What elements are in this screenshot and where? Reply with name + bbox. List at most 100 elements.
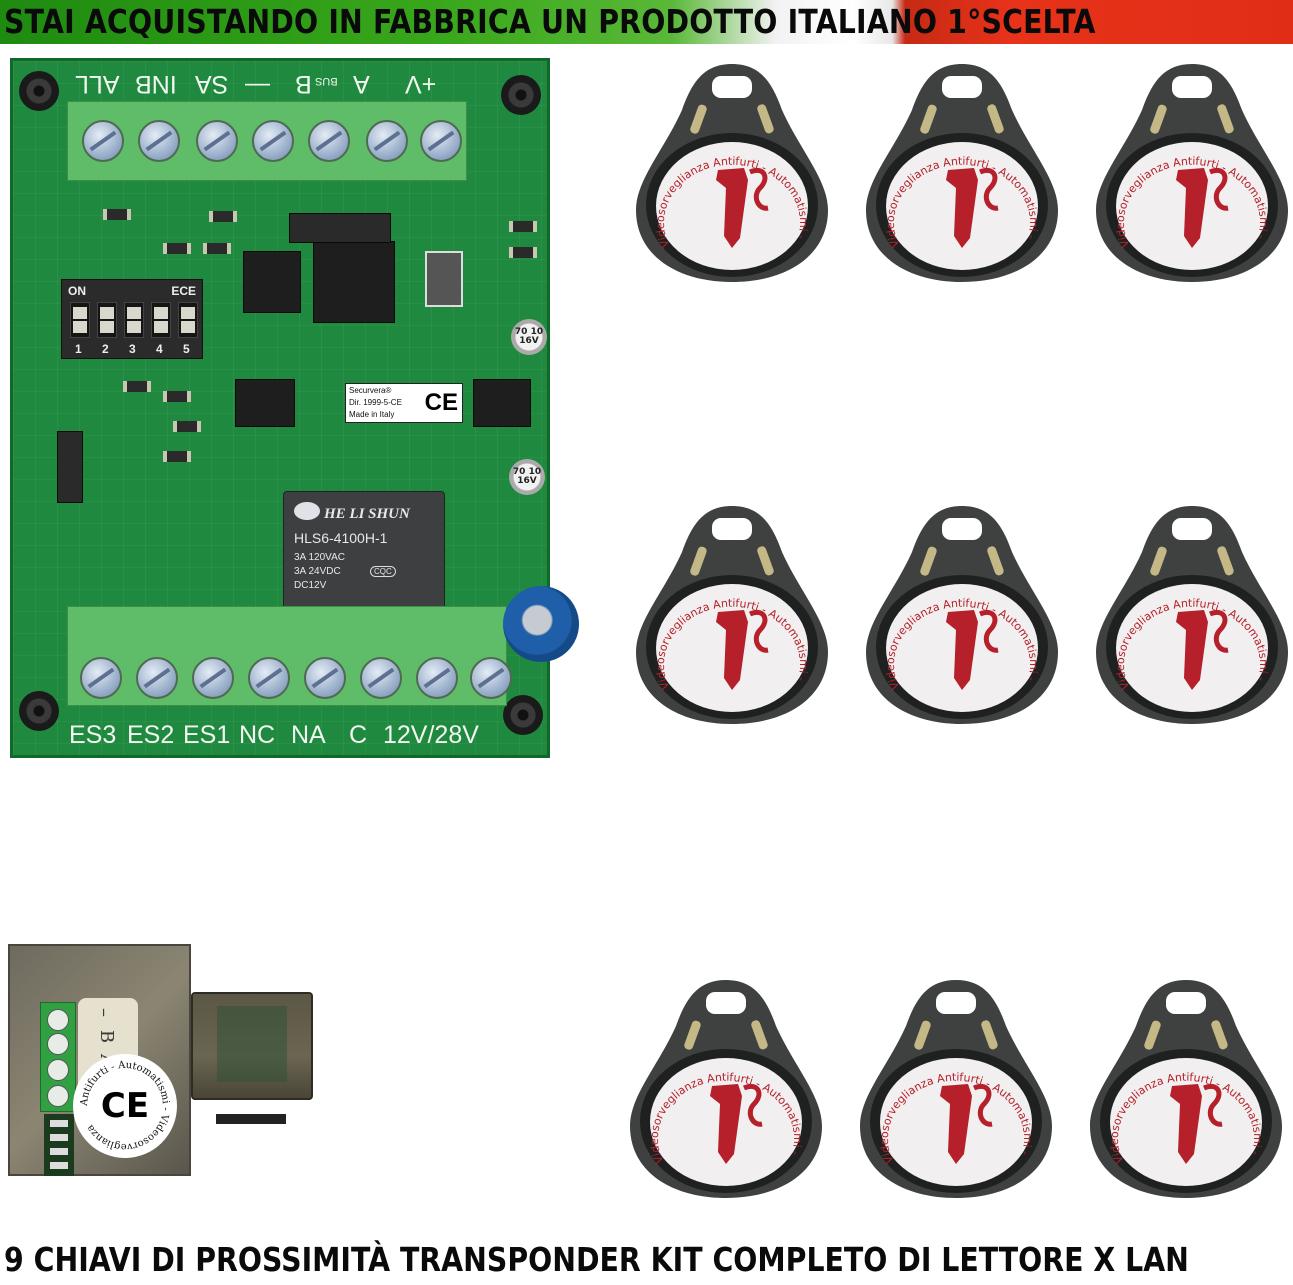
rfid-keyfob-icon <box>862 502 1062 728</box>
relay-model: HLS6-4100H-1 <box>294 530 388 546</box>
key-fob-6 <box>1092 502 1292 728</box>
rfid-keyfob-icon <box>1092 60 1292 286</box>
terminal-label-minus: — <box>245 69 270 97</box>
ce-label-brand: Securvera® <box>349 386 392 395</box>
mounting-hole-icon <box>503 695 543 735</box>
screw-terminal <box>136 657 178 699</box>
reader-housing: – B A + Antifurti - Automatismi - Videos… <box>8 944 191 1176</box>
terminal-label-all: ALL <box>75 70 120 98</box>
reader-terminal-block <box>40 1002 76 1112</box>
smd-resistor <box>163 391 191 402</box>
screw-terminal <box>47 1009 69 1031</box>
ce-compliance-label: Securvera® Dir. 1999-5-CE Made in Italy … <box>345 383 463 423</box>
smd-resistor <box>209 211 237 222</box>
terminal-label-nc: NC <box>239 721 276 749</box>
dip-number: 3 <box>129 342 136 356</box>
terminal-label-plus-v: +V <box>405 70 437 98</box>
screw-terminal <box>138 120 180 162</box>
terminal-label-b: B <box>295 70 312 98</box>
smd-resistor <box>509 247 537 258</box>
screw-terminal <box>47 1033 69 1055</box>
controller-circuit-board: ALL INB SA — B BUS A +V ON ECE <box>10 58 579 758</box>
dip-number: 5 <box>183 342 190 356</box>
key-fob-2 <box>862 60 1062 286</box>
key-fob-3 <box>1092 60 1292 286</box>
mounting-hole-icon <box>19 691 59 731</box>
dip-number: 2 <box>102 342 109 356</box>
ce-label-origin: Made in Italy <box>349 410 395 419</box>
relay-brand: HE LI SHUN <box>324 506 410 522</box>
rfid-keyfob-icon <box>626 976 826 1202</box>
mounting-hole-icon <box>501 75 541 115</box>
relay-brand-logo-icon <box>294 502 320 520</box>
jumper <box>57 431 83 503</box>
italian-flag-gradient <box>0 0 1293 44</box>
screw-terminal <box>308 120 350 162</box>
rfid-keyfob-icon <box>862 60 1062 286</box>
dip-number: 4 <box>156 342 163 356</box>
dip-switch: ON ECE 1 2 3 4 5 <box>61 279 203 359</box>
sticker-ring-text: Antifurti - Automatismi - Videosorveglia… <box>79 1060 171 1152</box>
ce-mark-icon: CE <box>100 1086 150 1126</box>
screw-terminal <box>192 657 234 699</box>
electrolytic-capacitor: 70 10 16V <box>511 319 547 355</box>
screw-terminal <box>47 1059 69 1081</box>
rfid-keyfob-icon <box>1092 502 1292 728</box>
rfid-keyfob-icon <box>632 60 832 286</box>
ce-sticker: Antifurti - Automatismi - Videosorveglia… <box>73 1054 177 1158</box>
smd-resistor <box>173 421 201 432</box>
ce-label-directive: Dir. 1999-5-CE <box>349 398 402 407</box>
smd-resistor <box>163 451 191 462</box>
footer-caption: 9 CHIAVI DI PROSSIMITÀ TRANSPONDER KIT C… <box>4 1240 1189 1279</box>
label-b: B <box>96 1029 118 1044</box>
smd-resistor <box>123 381 151 392</box>
reader-dip-switch <box>44 1114 74 1176</box>
cqc-cert-icon: CQC <box>370 566 396 577</box>
top-terminal-block <box>67 101 467 181</box>
terminal-label-bus: BUS <box>315 75 338 87</box>
tactile-button <box>425 251 463 307</box>
blue-electrolytic-capacitor <box>503 586 579 662</box>
rfid-keyfob-icon <box>856 976 1056 1202</box>
screw-terminal <box>248 657 290 699</box>
ic-chip <box>235 379 295 427</box>
terminal-label-sa: SA <box>195 70 229 98</box>
terminal-label-es2: ES2 <box>127 721 175 749</box>
terminal-label-inb: INB <box>135 70 177 98</box>
terminal-label-a: A <box>353 70 370 98</box>
bottom-terminal-block <box>67 606 512 706</box>
relay-spec-ac: 3A 120VAC <box>294 552 345 563</box>
screw-terminal <box>80 657 122 699</box>
screw-terminal <box>82 120 124 162</box>
dip-number: 1 <box>75 342 82 356</box>
mounting-clip <box>216 1114 286 1124</box>
ic-chip <box>243 251 301 313</box>
screw-terminal <box>196 120 238 162</box>
relay-coil-voltage: DC12V <box>294 580 327 591</box>
electrolytic-capacitor: 70 10 16V <box>509 459 545 495</box>
rj45-connector <box>191 992 313 1100</box>
rfid-keyfob-icon <box>1086 976 1286 1202</box>
jumper <box>289 213 391 243</box>
lan-reader-module: – B A + Antifurti - Automatismi - Videos… <box>8 944 318 1176</box>
terminal-label-na: NA <box>291 721 326 749</box>
dip-toggle-2 <box>97 302 117 338</box>
key-fob-1 <box>632 60 832 286</box>
relay: HE LI SHUN HLS6-4100H-1 3A 120VAC 3A 24V… <box>283 491 445 613</box>
ic-chip <box>473 379 531 427</box>
terminal-label-c: C <box>349 721 368 749</box>
screw-terminal <box>47 1085 69 1107</box>
screw-terminal <box>416 657 458 699</box>
key-fob-8 <box>856 976 1056 1202</box>
screw-terminal <box>252 120 294 162</box>
key-fob-9 <box>1086 976 1286 1202</box>
screw-terminal <box>360 657 402 699</box>
header-banner: STAI ACQUISTANDO IN FABBRICA UN PRODOTTO… <box>0 0 1293 44</box>
rfid-keyfob-icon <box>632 502 832 728</box>
smd-resistor <box>163 243 191 254</box>
smd-resistor <box>103 209 131 220</box>
dip-toggle-1 <box>70 302 90 338</box>
ce-mark-icon: CE <box>424 389 458 416</box>
dip-ece-label: ECE <box>171 284 196 298</box>
dip-toggle-3 <box>124 302 144 338</box>
